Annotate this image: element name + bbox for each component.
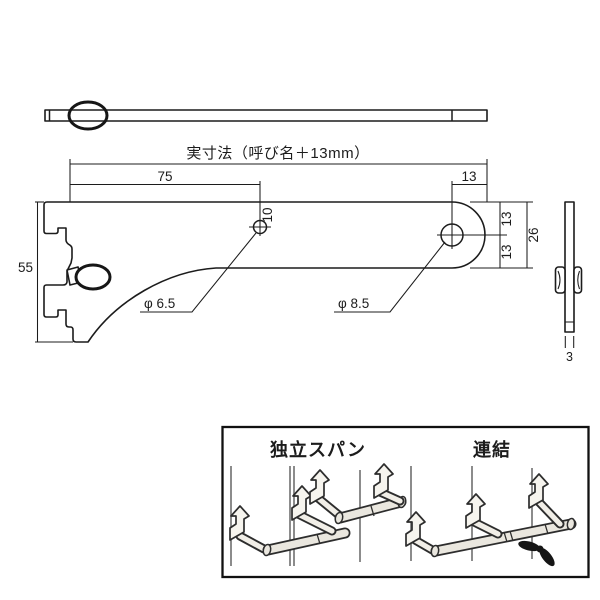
pipe-seam [316,533,321,545]
dim-13-top-label: 13 [461,169,476,184]
plan-view-bar [44,109,488,122]
dim-13-upper-label: 13 [499,211,514,226]
pipe-seam [370,505,375,517]
small-hole-leader [140,232,257,313]
edge-view: 3 [554,201,583,364]
dim-3-label: 3 [566,350,573,364]
dim-75-label: 75 [157,169,172,184]
plan-view-grommet-ellipse [67,100,109,131]
dim-10-label: 10 [260,207,275,222]
pipe-seam [544,523,549,535]
dimensions: 実寸法（呼び名＋13mm） 75 13 10 55 13 13 26 φ 6.5… [18,145,541,343]
independent-span-title: 独立スパン [270,439,366,460]
edge-grommet-right-curve [577,270,580,290]
dim-13-lower-label: 13 [499,244,514,259]
overall-length-note: 実寸法（呼び名＋13mm） [186,145,369,162]
independent-span-illustration [229,463,407,566]
usage-inset: 独立スパン 連結 [221,425,590,579]
plan-view [44,100,488,131]
large-hole-leader [334,241,446,313]
pipe-seam [503,531,508,543]
grommet-ellipse [74,263,112,291]
pipe-end-cap [430,544,440,558]
large-hole-callout: φ 8.5 [338,296,369,311]
edge-grommet-left-curve [557,270,561,290]
pipe-seam [509,530,514,542]
edge-view-plate [564,201,575,333]
front-view [43,201,486,343]
pipe-end-cap [334,511,344,525]
dim-26-label: 26 [526,227,541,242]
dim-55-label: 55 [18,260,33,275]
pipe-end-cap [566,517,576,531]
small-hole-callout: φ 6.5 [144,296,175,311]
bracket-outline [43,201,486,343]
linked-title: 連結 [473,439,511,460]
linked-illustration [405,466,577,569]
pipe-end-cap [262,543,272,557]
